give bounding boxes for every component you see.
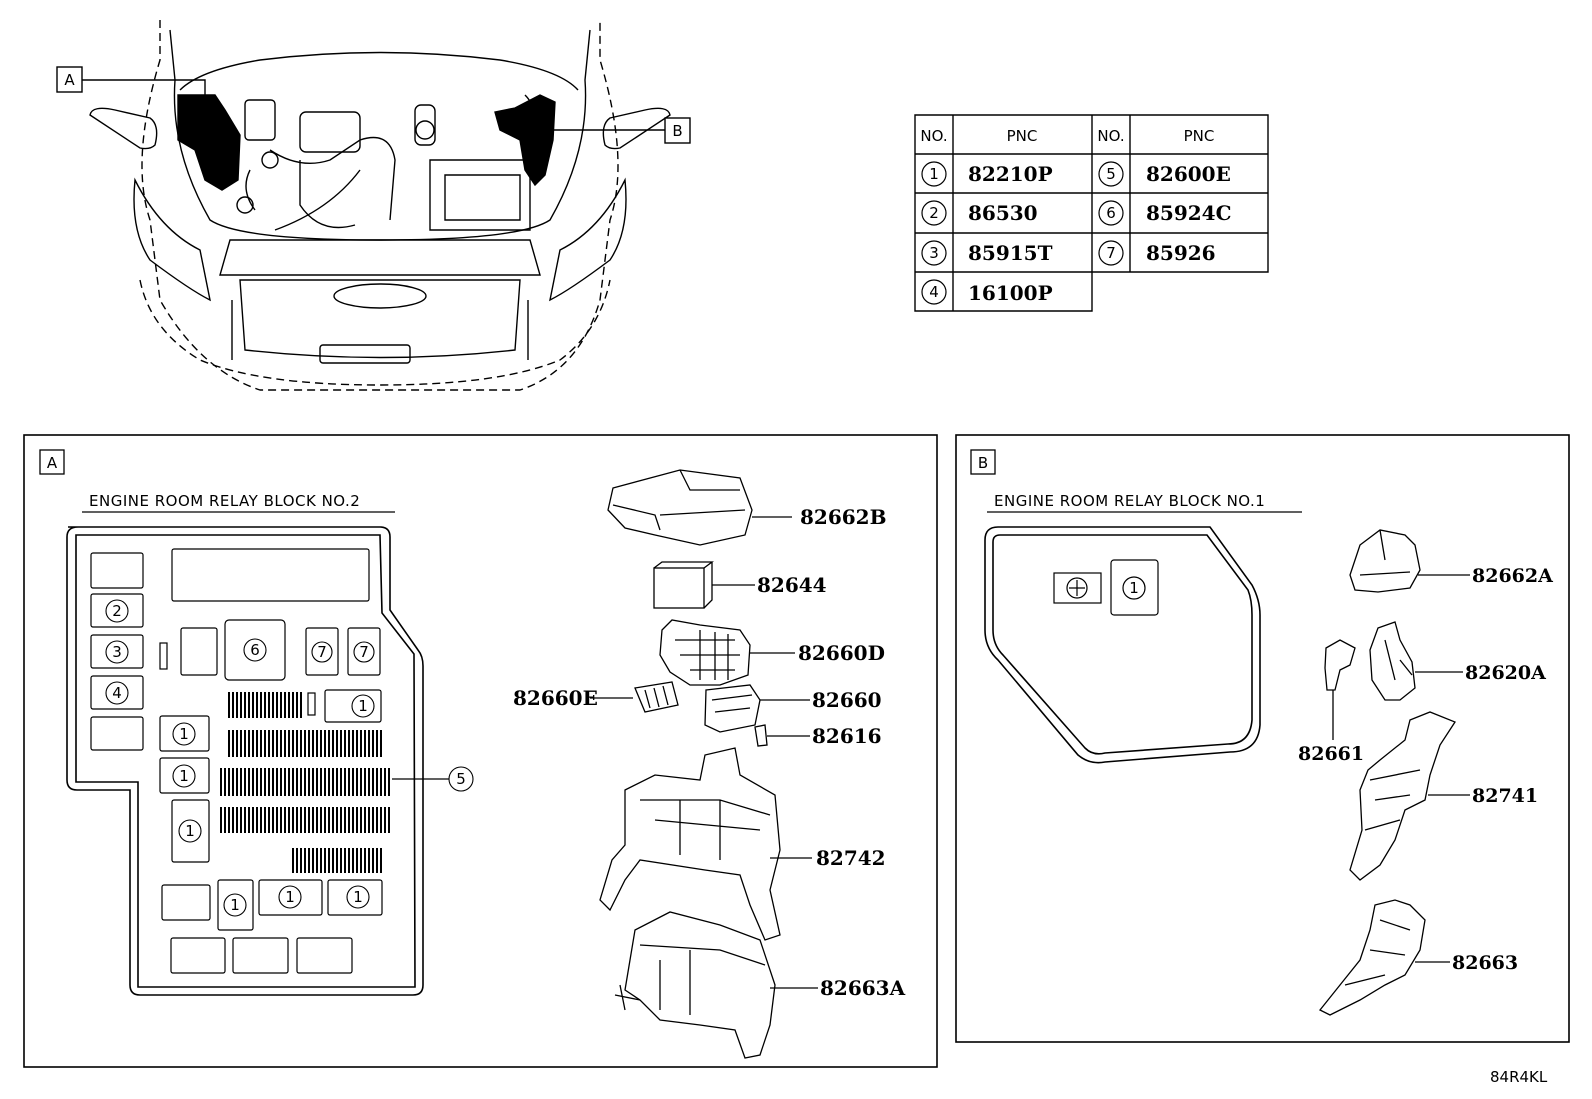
table-row-pnc: 86530 <box>968 201 1038 225</box>
circle-label: 1 <box>1129 579 1139 597</box>
part-number: 82660 <box>812 688 882 712</box>
svg-text:PNC: PNC <box>1184 127 1215 145</box>
relay-block-no2 <box>66 526 424 996</box>
callout-b: B <box>540 117 691 144</box>
table-row-no: 6 <box>1106 204 1116 222</box>
part-number: 82662A <box>1472 565 1553 587</box>
circle-label: 4 <box>112 684 122 702</box>
table-row-no: 4 <box>929 283 939 301</box>
panel-b: B ENGINE ROOM RELAY BLOCK NO.1 1 <box>955 434 1570 1043</box>
part-number: 82616 <box>812 724 882 748</box>
svg-text:NO.: NO. <box>920 127 947 145</box>
svg-text:PNC: PNC <box>1007 127 1038 145</box>
circle-label: 1 <box>230 896 240 914</box>
part-number: 82661 <box>1298 743 1364 765</box>
part-number: 82663 <box>1452 952 1518 974</box>
table-row-no: 1 <box>929 165 939 183</box>
part-number: 82660E <box>513 686 598 710</box>
circle-label: 1 <box>185 822 195 840</box>
circle-label: 1 <box>285 888 295 906</box>
table-row-no: 3 <box>929 244 939 262</box>
table-row-pnc: 82210P <box>968 162 1053 186</box>
table-row-no: 2 <box>929 204 939 222</box>
panel-b-title: ENGINE ROOM RELAY BLOCK NO.1 <box>994 492 1265 510</box>
panel-a-tag: A <box>47 454 58 472</box>
panel-a-title: ENGINE ROOM RELAY BLOCK NO.2 <box>89 492 360 510</box>
pnc-table <box>914 114 1269 312</box>
pnc-table-rows <box>921 161 1124 305</box>
circle-label: 2 <box>112 602 122 620</box>
circle-label: 7 <box>359 643 369 661</box>
panel-b-parts <box>1318 529 1470 1016</box>
part-number: 82660D <box>798 641 885 665</box>
table-row-pnc: 85924C <box>1146 201 1232 225</box>
svg-text:B: B <box>672 122 682 140</box>
panel-b-tag: B <box>978 454 988 472</box>
svg-text:NO.: NO. <box>1097 127 1124 145</box>
part-number: 82644 <box>757 573 827 597</box>
footer-code: 84R4KL <box>1490 1068 1548 1086</box>
circle-label: 1 <box>179 767 189 785</box>
panel-a: A ENGINE ROOM RELAY BLOCK NO.2 <box>23 434 938 1068</box>
table-row-pnc: 85926 <box>1146 241 1216 265</box>
circle-label: 1 <box>358 697 368 715</box>
circle-label: 7 <box>317 643 327 661</box>
part-number: 82663A <box>820 976 906 1000</box>
circle-label: 6 <box>250 641 260 659</box>
circle-label: 3 <box>112 643 122 661</box>
callout-a: A <box>56 66 206 100</box>
engine-bay-overview <box>89 20 671 391</box>
table-row-pnc: 85915T <box>968 241 1053 265</box>
relay-block-no1 <box>984 526 1261 764</box>
table-row-pnc: 16100P <box>968 281 1053 305</box>
circle-label: 5 <box>456 770 466 788</box>
table-row-pnc: 82600E <box>1146 162 1231 186</box>
circle-label: 1 <box>179 725 189 743</box>
part-number: 82662B <box>800 505 886 529</box>
pnc-table-headers: NO. PNC NO. PNC <box>920 127 1214 145</box>
table-row-no: 5 <box>1106 165 1116 183</box>
part-number: 82741 <box>1472 785 1538 807</box>
table-row-no: 7 <box>1106 244 1116 262</box>
panel-a-parts <box>590 469 818 1059</box>
svg-text:A: A <box>64 71 75 89</box>
circle-label: 1 <box>353 888 363 906</box>
part-number: 82742 <box>816 846 886 870</box>
part-number: 82620A <box>1465 662 1546 684</box>
